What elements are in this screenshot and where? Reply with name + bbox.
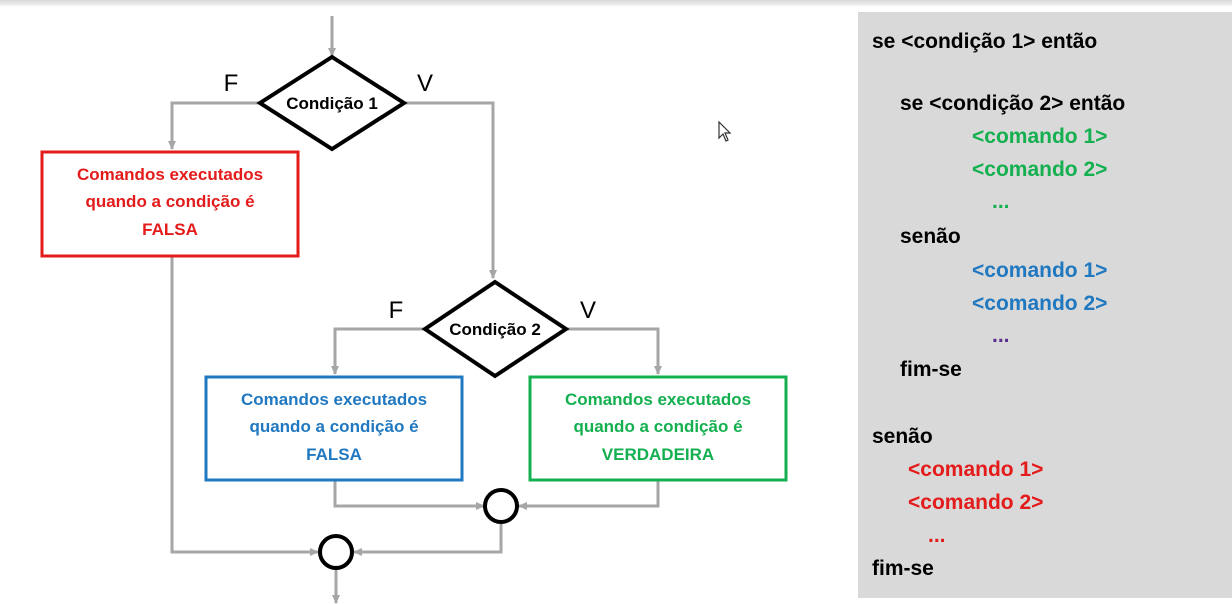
inner-false-box [204,375,464,482]
code-line-2: se <condição 2> então [900,92,1126,115]
cond2-false-label: F [389,297,404,324]
inner-false-box-line-1: Comandos executados [241,390,427,409]
code-line-15: fim-se [872,557,934,580]
code-line-9: ... [992,324,1010,347]
code-line-8: <comando 2> [972,292,1108,315]
outer-false-box-line-2: quando a condição é [85,192,254,211]
condition-2-label: Condição 2 [449,320,541,339]
outer-false-to-join-arrow [170,256,319,556]
code-line-5: ... [992,190,1010,213]
cond2-false-arrow [331,327,425,375]
cond1-true-label: V [417,70,433,97]
inner-false-to-join-arrow [333,480,485,510]
cond2-true-arrow [566,327,662,375]
inner-true-box [528,375,788,482]
code-line-13: <comando 2> [908,491,1044,514]
code-line-12: <comando 1> [908,458,1044,481]
code-line-1: se <condição 1> então [872,30,1098,53]
inner-join-circle [483,488,519,524]
condition-1-label: Condição 1 [286,94,378,113]
pseudocode-panel: se <condição 1> então se <condição 2> en… [858,12,1232,598]
inner-join-to-outer-join-arrow [353,524,503,556]
condition-1-diamond [256,54,408,152]
connectors [168,16,662,604]
top-bar [0,0,1232,6]
code-line-14: ... [928,524,946,547]
cond1-true-arrow [404,101,497,279]
inner-false-box-line-2: quando a condição é [249,417,418,436]
cond2-true-label: V [580,297,596,324]
outer-false-box [40,150,300,258]
inner-false-box-line-3: FALSA [306,445,362,464]
inner-true-box-line-2: quando a condição é [573,417,742,436]
inner-true-box-line-1: Comandos executados [565,390,751,409]
code-line-6: senão [900,225,961,248]
outer-false-box-line-3: FALSA [142,220,198,239]
flowchart: Condição 1 F V Condição 2 F V Comandos e… [40,16,788,604]
outer-join-circle [318,534,354,570]
code-line-11: senão [872,425,933,448]
condition-2-diamond [421,279,570,379]
code-line-7: <comando 1> [972,259,1108,282]
code-line-3: <comando 1> [972,125,1108,148]
code-line-10: fim-se [900,358,962,381]
code-line-4: <comando 2> [972,158,1108,181]
mouse-pointer-icon [718,121,732,142]
inner-true-to-join-arrow [518,480,660,510]
cond1-false-arrow [168,101,260,150]
outer-false-box-line-1: Comandos executados [77,165,263,184]
inner-true-box-line-3: VERDADEIRA [602,445,714,464]
cond1-false-label: F [224,70,239,97]
